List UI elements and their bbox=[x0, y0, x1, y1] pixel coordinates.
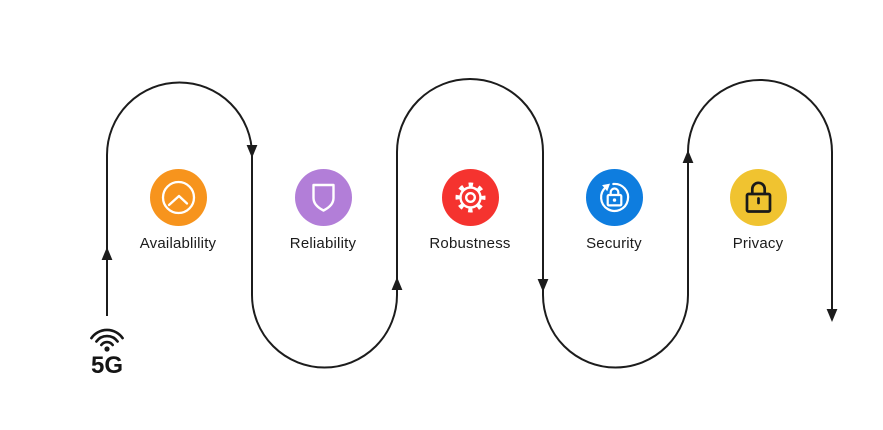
arrow-up-start bbox=[101, 247, 113, 260]
arrow-down-end bbox=[826, 309, 838, 322]
station-robustness: Robustness bbox=[400, 169, 540, 252]
padlock-icon bbox=[745, 181, 771, 213]
station-label: Availablility bbox=[139, 235, 217, 252]
arrow-up-4 bbox=[682, 150, 694, 163]
arrow-down-3 bbox=[537, 279, 549, 292]
reliability-badge bbox=[294, 169, 352, 226]
rotating-lock-icon bbox=[599, 182, 629, 213]
station-availability: Availablility bbox=[108, 169, 248, 252]
availability-badge bbox=[149, 169, 207, 226]
privacy-badge bbox=[729, 169, 787, 226]
source-label: 5G bbox=[90, 352, 123, 379]
gauge-icon bbox=[161, 180, 195, 215]
shield-icon bbox=[311, 183, 335, 212]
station-reliability: Reliability bbox=[253, 169, 393, 252]
arrow-up-2 bbox=[391, 277, 403, 290]
station-label: Robustness bbox=[429, 235, 511, 252]
station-privacy: Privacy bbox=[688, 169, 828, 252]
station-label: Reliability bbox=[289, 235, 357, 252]
station-label: Security bbox=[586, 235, 642, 252]
gear-icon bbox=[455, 182, 485, 213]
arrow-down-1 bbox=[246, 145, 258, 158]
station-label: Privacy bbox=[732, 235, 784, 252]
robustness-badge bbox=[441, 169, 499, 226]
wifi-icon bbox=[90, 328, 124, 352]
station-security: Security bbox=[544, 169, 684, 252]
security-badge bbox=[585, 169, 643, 226]
serpentine-path bbox=[106, 78, 833, 369]
